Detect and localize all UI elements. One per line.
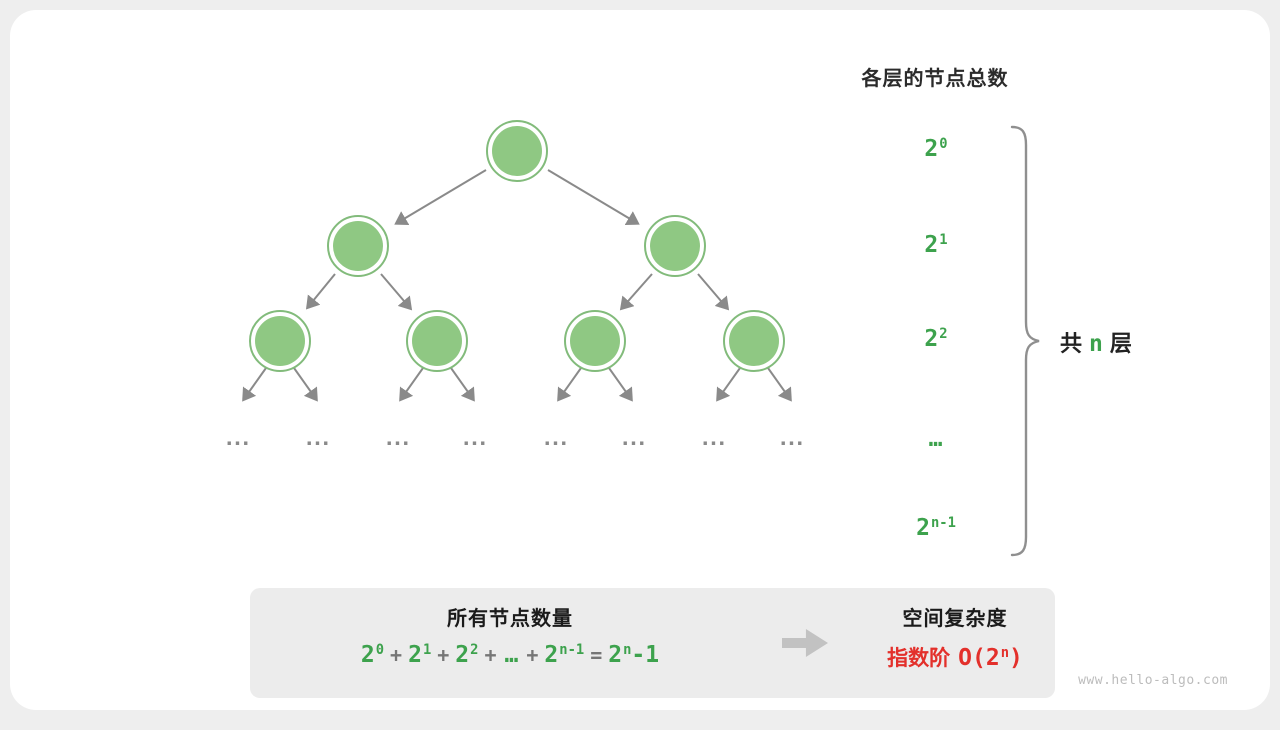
total-nodes-title: 所有节点数量 <box>447 606 573 630</box>
formula-term: 2n-1 <box>544 642 585 668</box>
formula-result: 2n-1 <box>608 642 660 668</box>
level-count-label-0: 20 <box>924 136 948 162</box>
space-complexity-title: 空间复杂度 <box>902 606 1008 630</box>
formula-term: 21 <box>408 642 432 668</box>
leaf-ellipsis: ... <box>385 428 411 450</box>
total-nodes-formula: 20+21+22+…+2n-1=2n-1 <box>250 642 770 668</box>
leaf-ellipsis: ... <box>701 428 727 450</box>
column-header-title: 各层的节点总数 <box>861 66 1009 90</box>
formula-operator: + <box>437 643 450 667</box>
tree-node-root <box>486 120 548 182</box>
level-count-label-1: 21 <box>924 232 948 258</box>
tree-node-level3-4 <box>723 310 785 372</box>
formula-ellipsis: … <box>504 642 519 668</box>
formula-operator: + <box>526 643 539 667</box>
diagram-card: 各层的节点总数 20 21 22 … 2n-1 ... ... ... ... … <box>10 10 1270 710</box>
tree-node-level3-1 <box>249 310 311 372</box>
leaf-ellipsis: ... <box>225 428 251 450</box>
level-count-label-dots: … <box>928 426 943 452</box>
formula-term: 20 <box>360 642 385 668</box>
formula-equals: = <box>590 643 603 667</box>
leaf-ellipsis: ... <box>779 428 805 450</box>
leaf-ellipsis: ... <box>543 428 569 450</box>
leaf-ellipsis: ... <box>621 428 647 450</box>
level-count-label-last: 2n-1 <box>916 515 956 541</box>
formula-operator: + <box>390 643 403 667</box>
watermark-url: www.hello-algo.com <box>1078 673 1228 688</box>
binary-tree-svg <box>242 120 1040 557</box>
leaf-ellipsis: ... <box>462 428 488 450</box>
formula-operator: + <box>484 643 497 667</box>
tree-node-level3-3 <box>564 310 626 372</box>
tree-node-level2-left <box>327 215 389 277</box>
level-count-label-2: 22 <box>924 326 948 352</box>
tree-edges <box>242 169 792 402</box>
leaf-ellipsis: ... <box>305 428 331 450</box>
total-nodes-block: 所有节点数量 20+21+22+…+2n-1=2n-1 <box>250 602 770 668</box>
implies-arrow-icon <box>782 629 828 657</box>
formula-term: 22 <box>455 642 479 668</box>
brace-icon <box>1010 125 1040 557</box>
tree-node-level3-2 <box>406 310 468 372</box>
tree-node-level2-right <box>644 215 706 277</box>
big-o-notation: O(2n) <box>958 645 1023 671</box>
